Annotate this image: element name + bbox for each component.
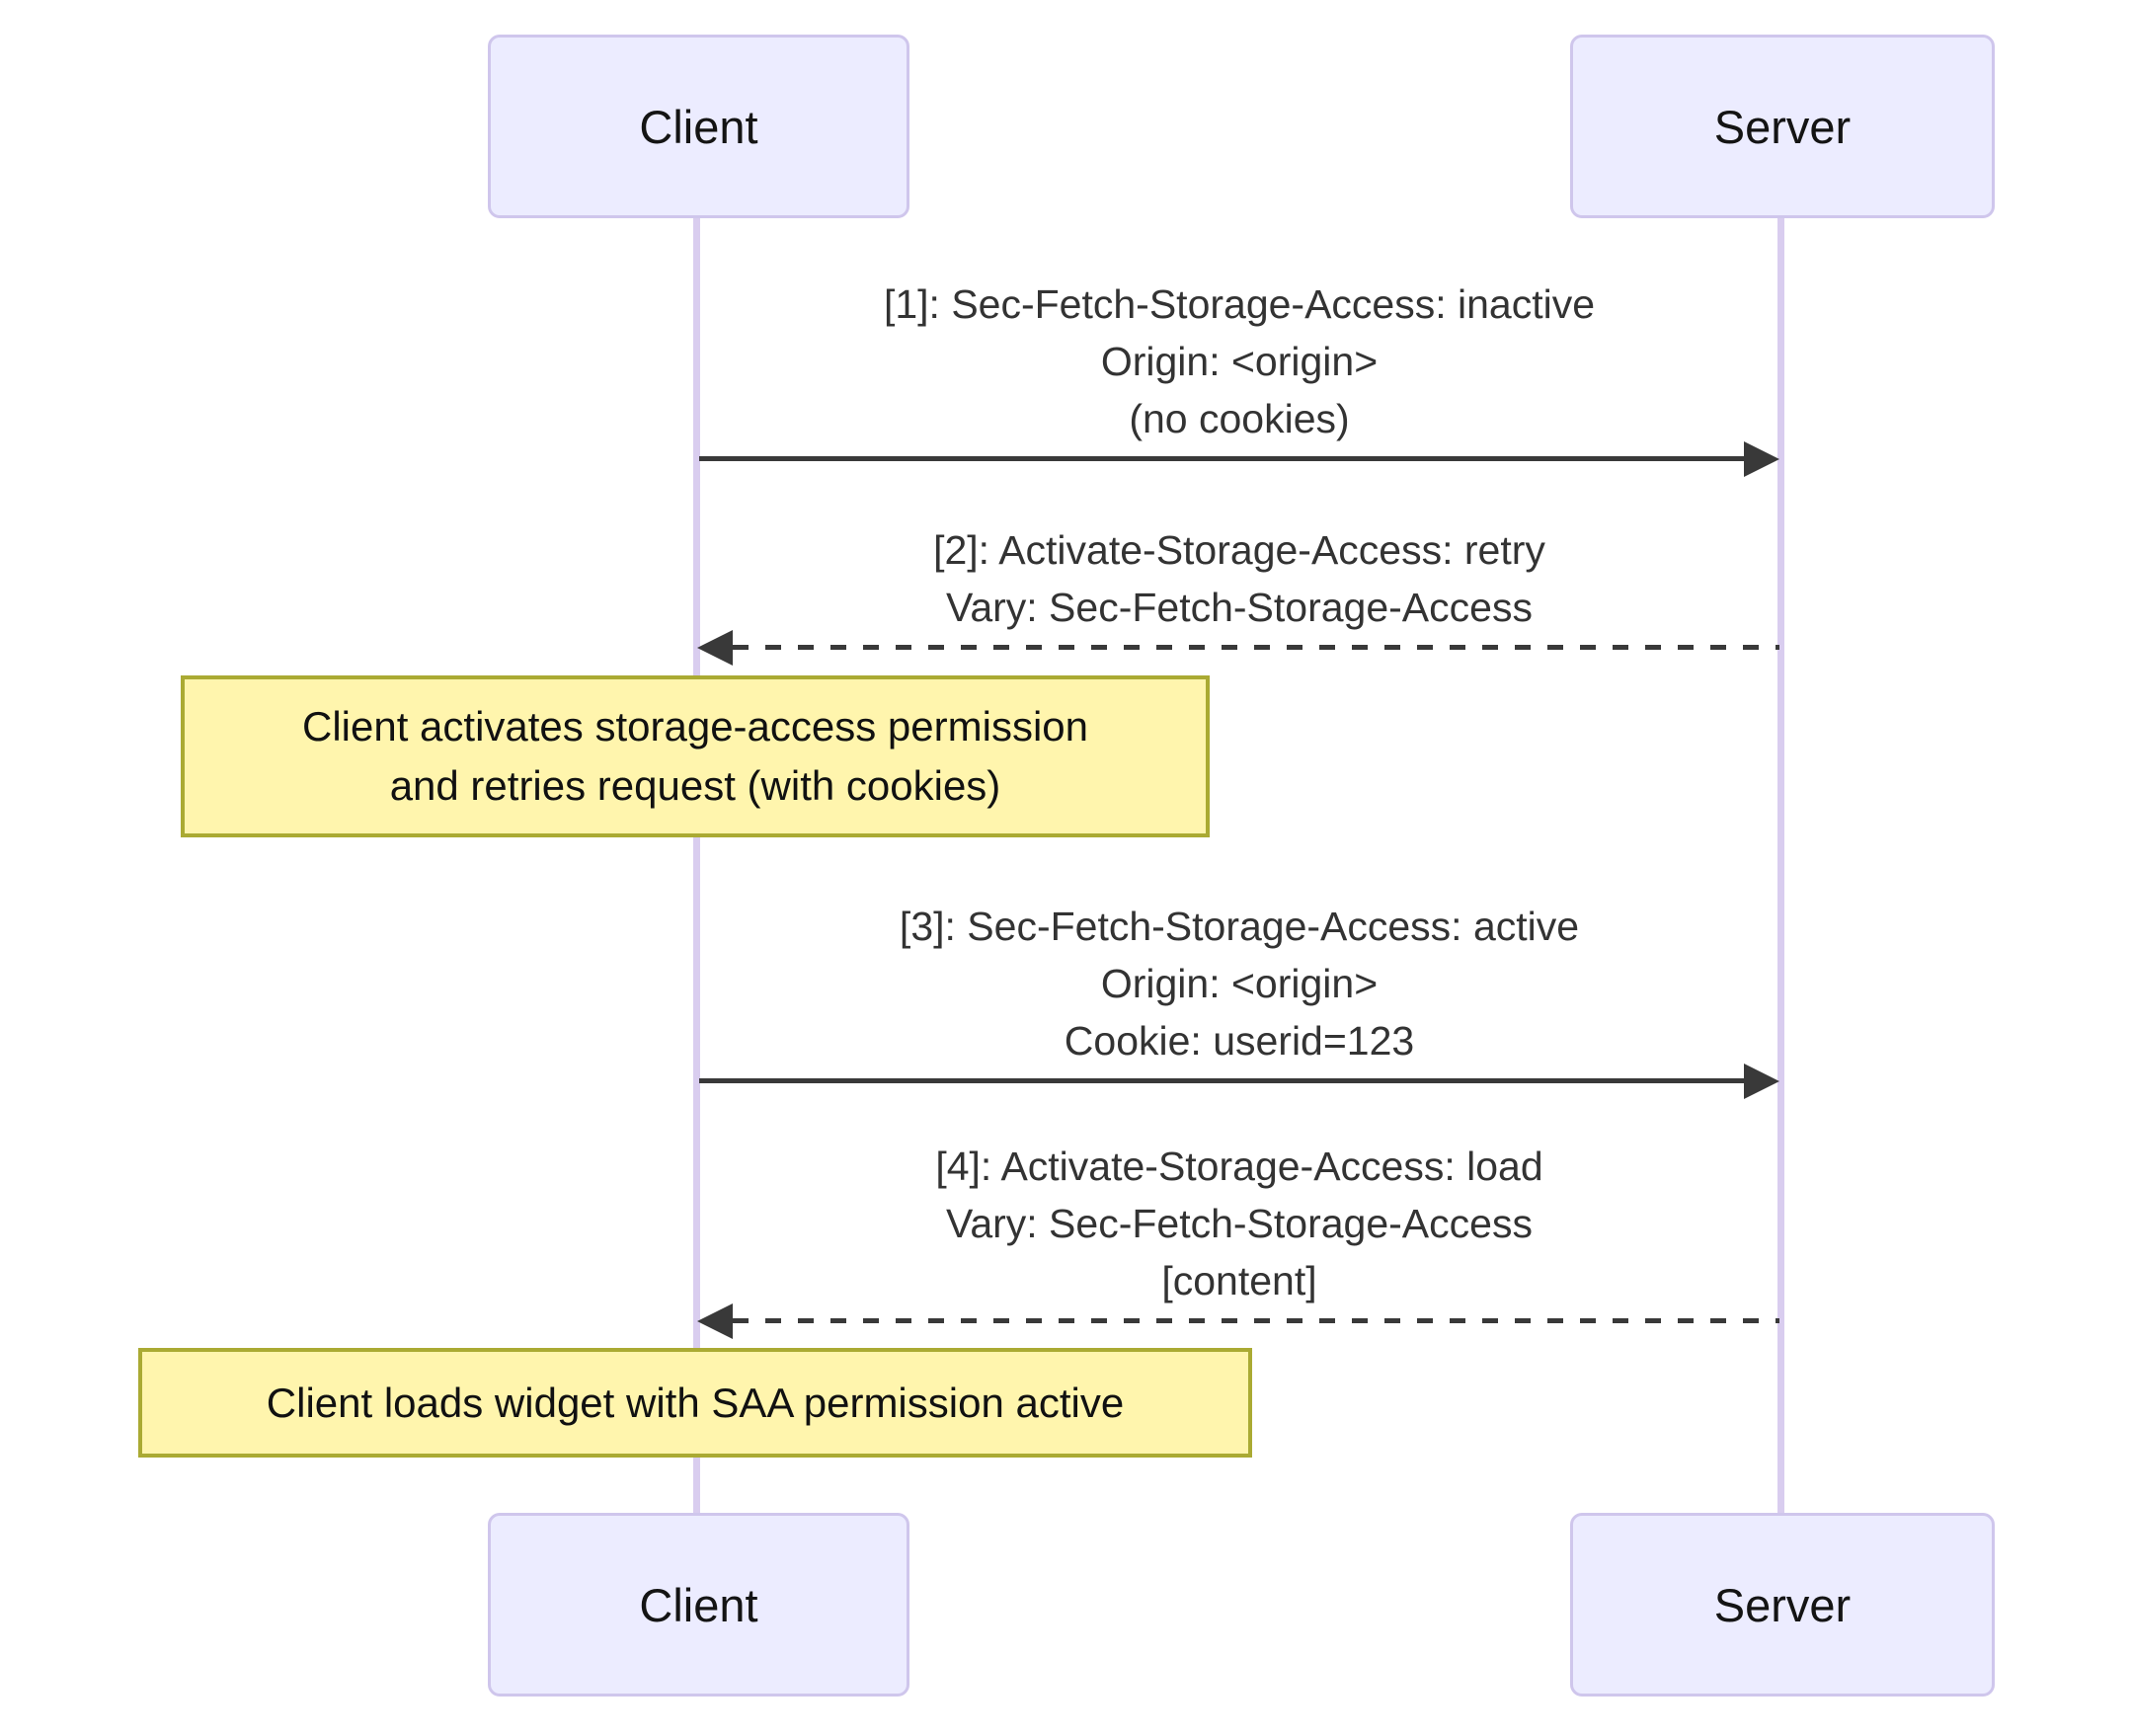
message-4-line-3: [content] bbox=[1161, 1258, 1317, 1303]
actor-label-client-top: Client bbox=[639, 100, 758, 153]
actor-label-client-bottom: Client bbox=[639, 1578, 758, 1631]
message-4-line-1: [4]: Activate-Storage-Access: load bbox=[935, 1144, 1543, 1189]
message-2-arrowhead-left-icon bbox=[697, 630, 733, 666]
lifeline-client bbox=[693, 218, 700, 1513]
message-3-line-3: Cookie: userid=123 bbox=[1064, 1018, 1415, 1064]
message-3-line-2: Origin: <origin> bbox=[1100, 961, 1379, 1006]
message-2-line-1: [2]: Activate-Storage-Access: retry bbox=[933, 527, 1545, 573]
note-1-line-2: and retries request (with cookies) bbox=[389, 762, 1001, 809]
actor-label-server-top: Server bbox=[1713, 100, 1852, 153]
note-loads-widget: Client loads widget with SAA permission … bbox=[138, 1348, 1252, 1458]
actor-box-client-top: Client bbox=[488, 35, 909, 218]
message-2-line-2: Vary: Sec-Fetch-Storage-Access bbox=[946, 585, 1533, 630]
message-3-line-1: [3]: Sec-Fetch-Storage-Access: active bbox=[899, 904, 1580, 949]
message-1-arrow-line bbox=[699, 456, 1748, 461]
actor-label-server-bottom: Server bbox=[1713, 1578, 1852, 1631]
message-1-label: [1]: Sec-Fetch-Storage-Access: inactive … bbox=[696, 276, 1782, 447]
message-2-label: [2]: Activate-Storage-Access: retry Vary… bbox=[696, 521, 1782, 636]
message-4-arrowhead-left-icon bbox=[697, 1303, 733, 1339]
lifeline-server bbox=[1777, 218, 1784, 1513]
note-activate-permission: Client activates storage-access permissi… bbox=[181, 675, 1210, 837]
message-2-arrow-line bbox=[733, 645, 1779, 650]
message-4-line-2: Vary: Sec-Fetch-Storage-Access bbox=[946, 1201, 1533, 1246]
message-1-line-1: [1]: Sec-Fetch-Storage-Access: inactive bbox=[883, 281, 1596, 327]
message-4-arrow-line bbox=[733, 1318, 1779, 1323]
message-3-arrowhead-right-icon bbox=[1744, 1064, 1779, 1099]
message-1-arrowhead-right-icon bbox=[1744, 441, 1779, 477]
message-3-arrow-line bbox=[699, 1078, 1748, 1083]
message-1-line-2: Origin: <origin> bbox=[1100, 339, 1379, 384]
message-1-line-3: (no cookies) bbox=[1129, 396, 1350, 441]
message-4-label: [4]: Activate-Storage-Access: load Vary:… bbox=[696, 1138, 1782, 1309]
actor-box-server-bottom: Server bbox=[1570, 1513, 1995, 1697]
note-2-line-1: Client loads widget with SAA permission … bbox=[266, 1379, 1125, 1426]
message-3-label: [3]: Sec-Fetch-Storage-Access: active Or… bbox=[696, 898, 1782, 1069]
actor-box-server-top: Server bbox=[1570, 35, 1995, 218]
actor-box-client-bottom: Client bbox=[488, 1513, 909, 1697]
note-1-line-1: Client activates storage-access permissi… bbox=[302, 703, 1088, 750]
